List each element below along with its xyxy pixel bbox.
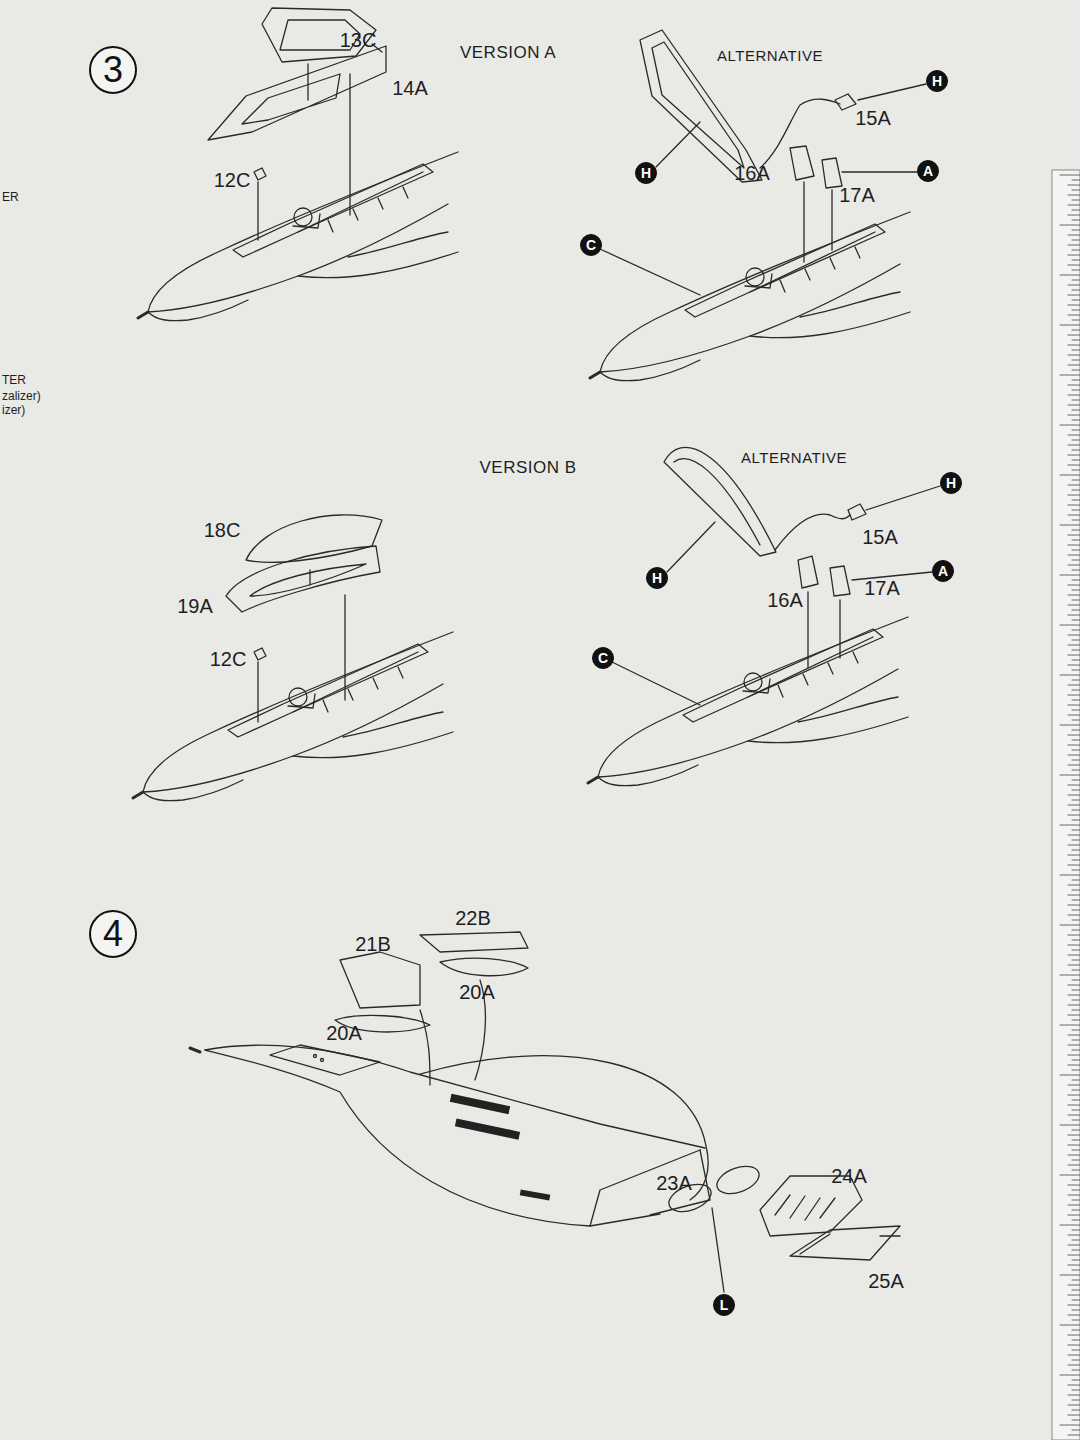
part-number: 14A xyxy=(392,78,428,98)
part-number: 21B xyxy=(355,934,391,954)
version-heading: VERSION A xyxy=(460,44,556,61)
callout-text: H xyxy=(652,571,662,585)
callout-letter: A xyxy=(932,560,954,582)
callout-letter: H xyxy=(940,472,962,494)
callout-text: A xyxy=(938,564,948,578)
callout-letter: L xyxy=(713,1294,735,1316)
callout-text: A xyxy=(923,164,933,178)
ruler xyxy=(1052,170,1080,1440)
version-heading: VERSION B xyxy=(479,459,576,476)
step-number: 3 xyxy=(89,46,137,94)
step-number: 4 xyxy=(89,910,137,958)
callout-letter: H xyxy=(646,567,668,589)
part-number: 25A xyxy=(868,1271,904,1291)
callout-text: H xyxy=(932,74,942,88)
edge-fragment: ER xyxy=(2,191,19,203)
callout-text: 3 xyxy=(103,52,123,88)
part-number: 18C xyxy=(204,520,241,540)
part-number: 22B xyxy=(455,908,491,928)
callout-letter: H xyxy=(926,70,948,92)
callout-letter: C xyxy=(580,234,602,256)
edge-fragment: izer) xyxy=(2,404,25,416)
part-number: 15A xyxy=(855,108,891,128)
callout-text: C xyxy=(598,651,608,665)
part-number: 24A xyxy=(831,1166,867,1186)
callout-letter: C xyxy=(592,647,614,669)
edge-fragment: zalizer) xyxy=(2,390,41,402)
part-number: 16A xyxy=(767,590,803,610)
part-number: 23A xyxy=(656,1173,692,1193)
edge-fragment: TER xyxy=(2,374,26,386)
part-number: 12C xyxy=(214,170,251,190)
callout-text: H xyxy=(641,166,651,180)
part-number: 16A xyxy=(734,163,770,183)
callout-text: L xyxy=(720,1298,729,1312)
part-number: 13C xyxy=(340,30,377,50)
part-number: 17A xyxy=(864,578,900,598)
callout-letter: H xyxy=(635,162,657,184)
version-heading: ALTERNATIVE xyxy=(741,450,847,465)
part-number: 15A xyxy=(862,527,898,547)
callout-text: 4 xyxy=(103,916,123,952)
callout-text: H xyxy=(946,476,956,490)
part-number: 17A xyxy=(839,185,875,205)
part-number: 20A xyxy=(326,1023,362,1043)
part-number: 19A xyxy=(177,596,213,616)
part-number: 20A xyxy=(459,982,495,1002)
callout-letter: A xyxy=(917,160,939,182)
callout-text: C xyxy=(586,238,596,252)
version-heading: ALTERNATIVE xyxy=(717,48,823,63)
part-number: 12C xyxy=(210,649,247,669)
